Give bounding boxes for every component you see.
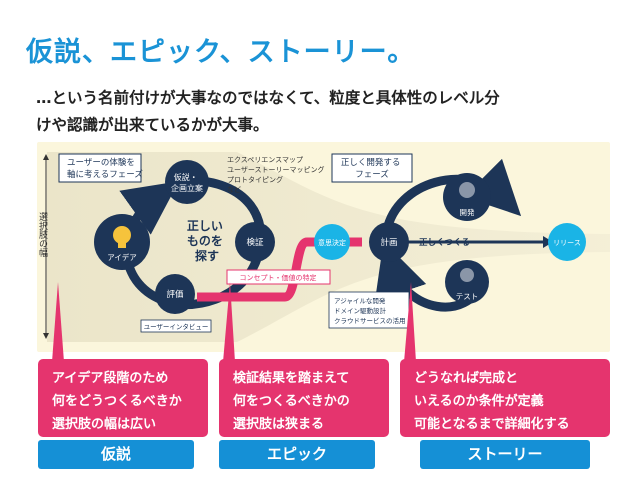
center-text: 正しい ものを 探す — [187, 219, 227, 263]
concept-label: コンセプト・価値の特定 — [240, 273, 317, 282]
page-subtitle: …という名前付けが大事なのではなくて、粒度と具体性のレベル分 けや認識が出来てい… — [36, 85, 616, 139]
user-phase-line-2: 軸に考えるフェーズ — [67, 169, 143, 180]
test-label: テスト — [456, 292, 479, 301]
callout-1-line-2: 何をどうつくるべきか — [52, 394, 182, 409]
bulb-icon — [113, 226, 131, 244]
method-4: など — [227, 186, 241, 194]
decision-node — [314, 224, 350, 260]
agile-3: クラウドサービスの活用 — [334, 316, 406, 325]
plan-node — [369, 222, 409, 262]
user-phase-line-1: ユーザーの体験を — [67, 157, 135, 168]
eval-label: 評価 — [166, 289, 184, 300]
tag-epic: エピック — [219, 440, 375, 469]
agile-2: ドメイン駆動設計 — [334, 306, 387, 315]
page-title: 仮説、エピック、ストーリー。 — [26, 37, 416, 68]
pointer-2 — [223, 282, 235, 362]
callout-1-line-3: 選択肢の幅は広い — [52, 417, 157, 432]
decision-label: 意思決定 — [318, 238, 346, 247]
dev-phase-line-1: 正しく開発する — [341, 158, 401, 168]
callout-3-line-1: どうなれば完成と — [414, 371, 519, 386]
callout-1-line-1: アイデア段階のため — [52, 371, 169, 386]
method-1: エクスペリエンスマップ — [227, 156, 303, 164]
dev-phase-line-2: フェーズ — [355, 169, 389, 180]
center-line-2: ものを — [187, 234, 223, 248]
center-line-1: 正しい — [187, 219, 223, 233]
hypothesis-node — [165, 160, 209, 204]
idea-label: アイデア — [107, 252, 137, 262]
callout-3-line-2: いえるのか条件が定義 — [414, 394, 544, 409]
tag-story: ストーリー — [420, 440, 590, 469]
callout-pointers — [52, 282, 416, 362]
method-2: ユーザーストーリーマッピング — [227, 165, 325, 174]
plan-label: 計画 — [380, 237, 397, 248]
concept-box — [226, 269, 331, 285]
process-diagram: 選択肢の幅 ユーザーの体験を 軸に考えるフェーズ エクスペリエンスマップ ユーザ… — [37, 142, 610, 352]
callout-2-line-2: 何をつくるべきかの — [233, 394, 350, 409]
callout-2-line-1: 検証結果を踏まえて — [233, 371, 350, 386]
pointer-3 — [404, 282, 416, 362]
method-3: プロトタイピング — [227, 175, 283, 184]
callout-2-line-3: 選択肢は狭まる — [233, 417, 325, 432]
user-phase-text: ユーザーの体験を 軸に考えるフェーズ — [67, 157, 143, 180]
methods-list: エクスペリエンスマップ ユーザーストーリーマッピング プロトタイピング など — [227, 156, 327, 194]
interview-box — [140, 319, 212, 333]
pointer-1 — [52, 282, 64, 362]
develop-label: 開発 — [460, 208, 475, 217]
axis-label: 選択肢の幅 — [37, 212, 48, 258]
verify-node — [235, 222, 275, 262]
release-label: リリース — [553, 239, 581, 247]
subtitle-line-2: けや認識が出来ているかが大事。 — [36, 116, 269, 134]
callout-epic: 検証結果を踏まえて 何をつくるべきかの 選択肢は狭まる — [219, 359, 389, 437]
hypothesis-label: 仮説・ 企画立案 — [171, 172, 203, 193]
callout-3-line-3: 可能となるまで詳細化する — [414, 417, 570, 432]
eval-node — [155, 274, 195, 314]
dev-phase-box — [331, 153, 413, 183]
user-phase-box — [58, 153, 142, 183]
agile-box — [328, 291, 410, 329]
hypothesis-line-2: 企画立案 — [171, 183, 203, 193]
release-node — [548, 223, 586, 261]
interview-label: ユーザーインタビュー — [144, 322, 209, 331]
agile-list: アジャイルな開発 ドメイン駆動設計 クラウドサービスの活用 — [334, 296, 406, 325]
build-right-label: 正しくつくる — [419, 238, 470, 248]
hypothesis-line-1: 仮説・ — [174, 172, 198, 182]
subtitle-line-1: …という名前付けが大事なのではなくて、粒度と具体性のレベル分 — [36, 89, 500, 107]
callout-hypothesis: アイデア段階のため 何をどうつくるべきか 選択肢の幅は広い — [38, 359, 208, 437]
dev-phase-text: 正しく開発する フェーズ — [341, 158, 403, 180]
tag-hypothesis: 仮説 — [38, 440, 194, 469]
agile-1: アジャイルな開発 — [334, 296, 386, 305]
verify-label: 検証 — [246, 237, 264, 248]
gear-icon-test — [460, 268, 474, 282]
callout-story: どうなれば完成と いえるのか条件が定義 可能となるまで詳細化する — [400, 359, 610, 437]
center-line-3: 探す — [195, 248, 219, 263]
gear-icon — [459, 182, 475, 198]
